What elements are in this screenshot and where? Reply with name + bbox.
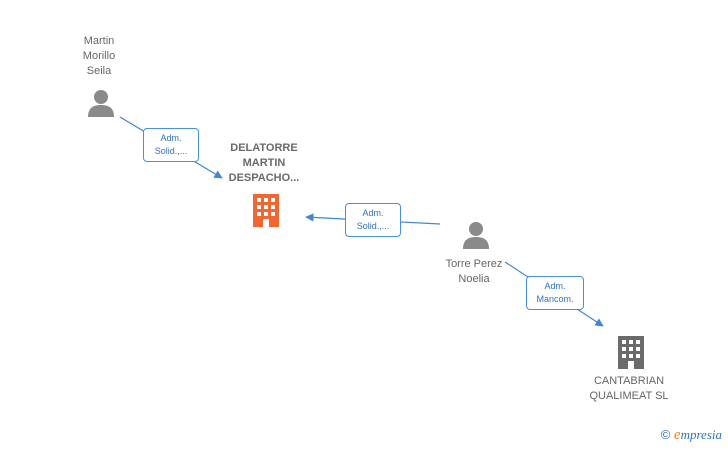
brand-logo-e: e [673, 427, 681, 443]
person-martin-name: Martin Morillo Seila [82, 35, 116, 77]
relation-label-torre-cantabrian[interactable]: Adm. Mancom. [526, 276, 584, 310]
copyright-symbol: © [660, 427, 671, 442]
brand-logo-text: mpresia [680, 427, 722, 442]
company-cantabrian-name: CANTABRIAN QUALIMEAT SL [589, 375, 669, 402]
relation-label-torre-delatorre[interactable]: Adm. Solid.,... [345, 203, 401, 237]
person-torre-name: Torre Perez Noelia [445, 258, 503, 285]
person-icon[interactable] [461, 220, 491, 250]
company-delatorre-name: DELATORRE MARTIN DESPACHO... [228, 142, 300, 184]
relation-label-martin-delatorre[interactable]: Adm. Solid.,... [143, 128, 199, 162]
building-icon[interactable] [249, 193, 283, 227]
person-icon[interactable] [86, 88, 116, 118]
building-icon[interactable] [615, 335, 647, 369]
empresia-watermark: © empresia [661, 427, 722, 444]
